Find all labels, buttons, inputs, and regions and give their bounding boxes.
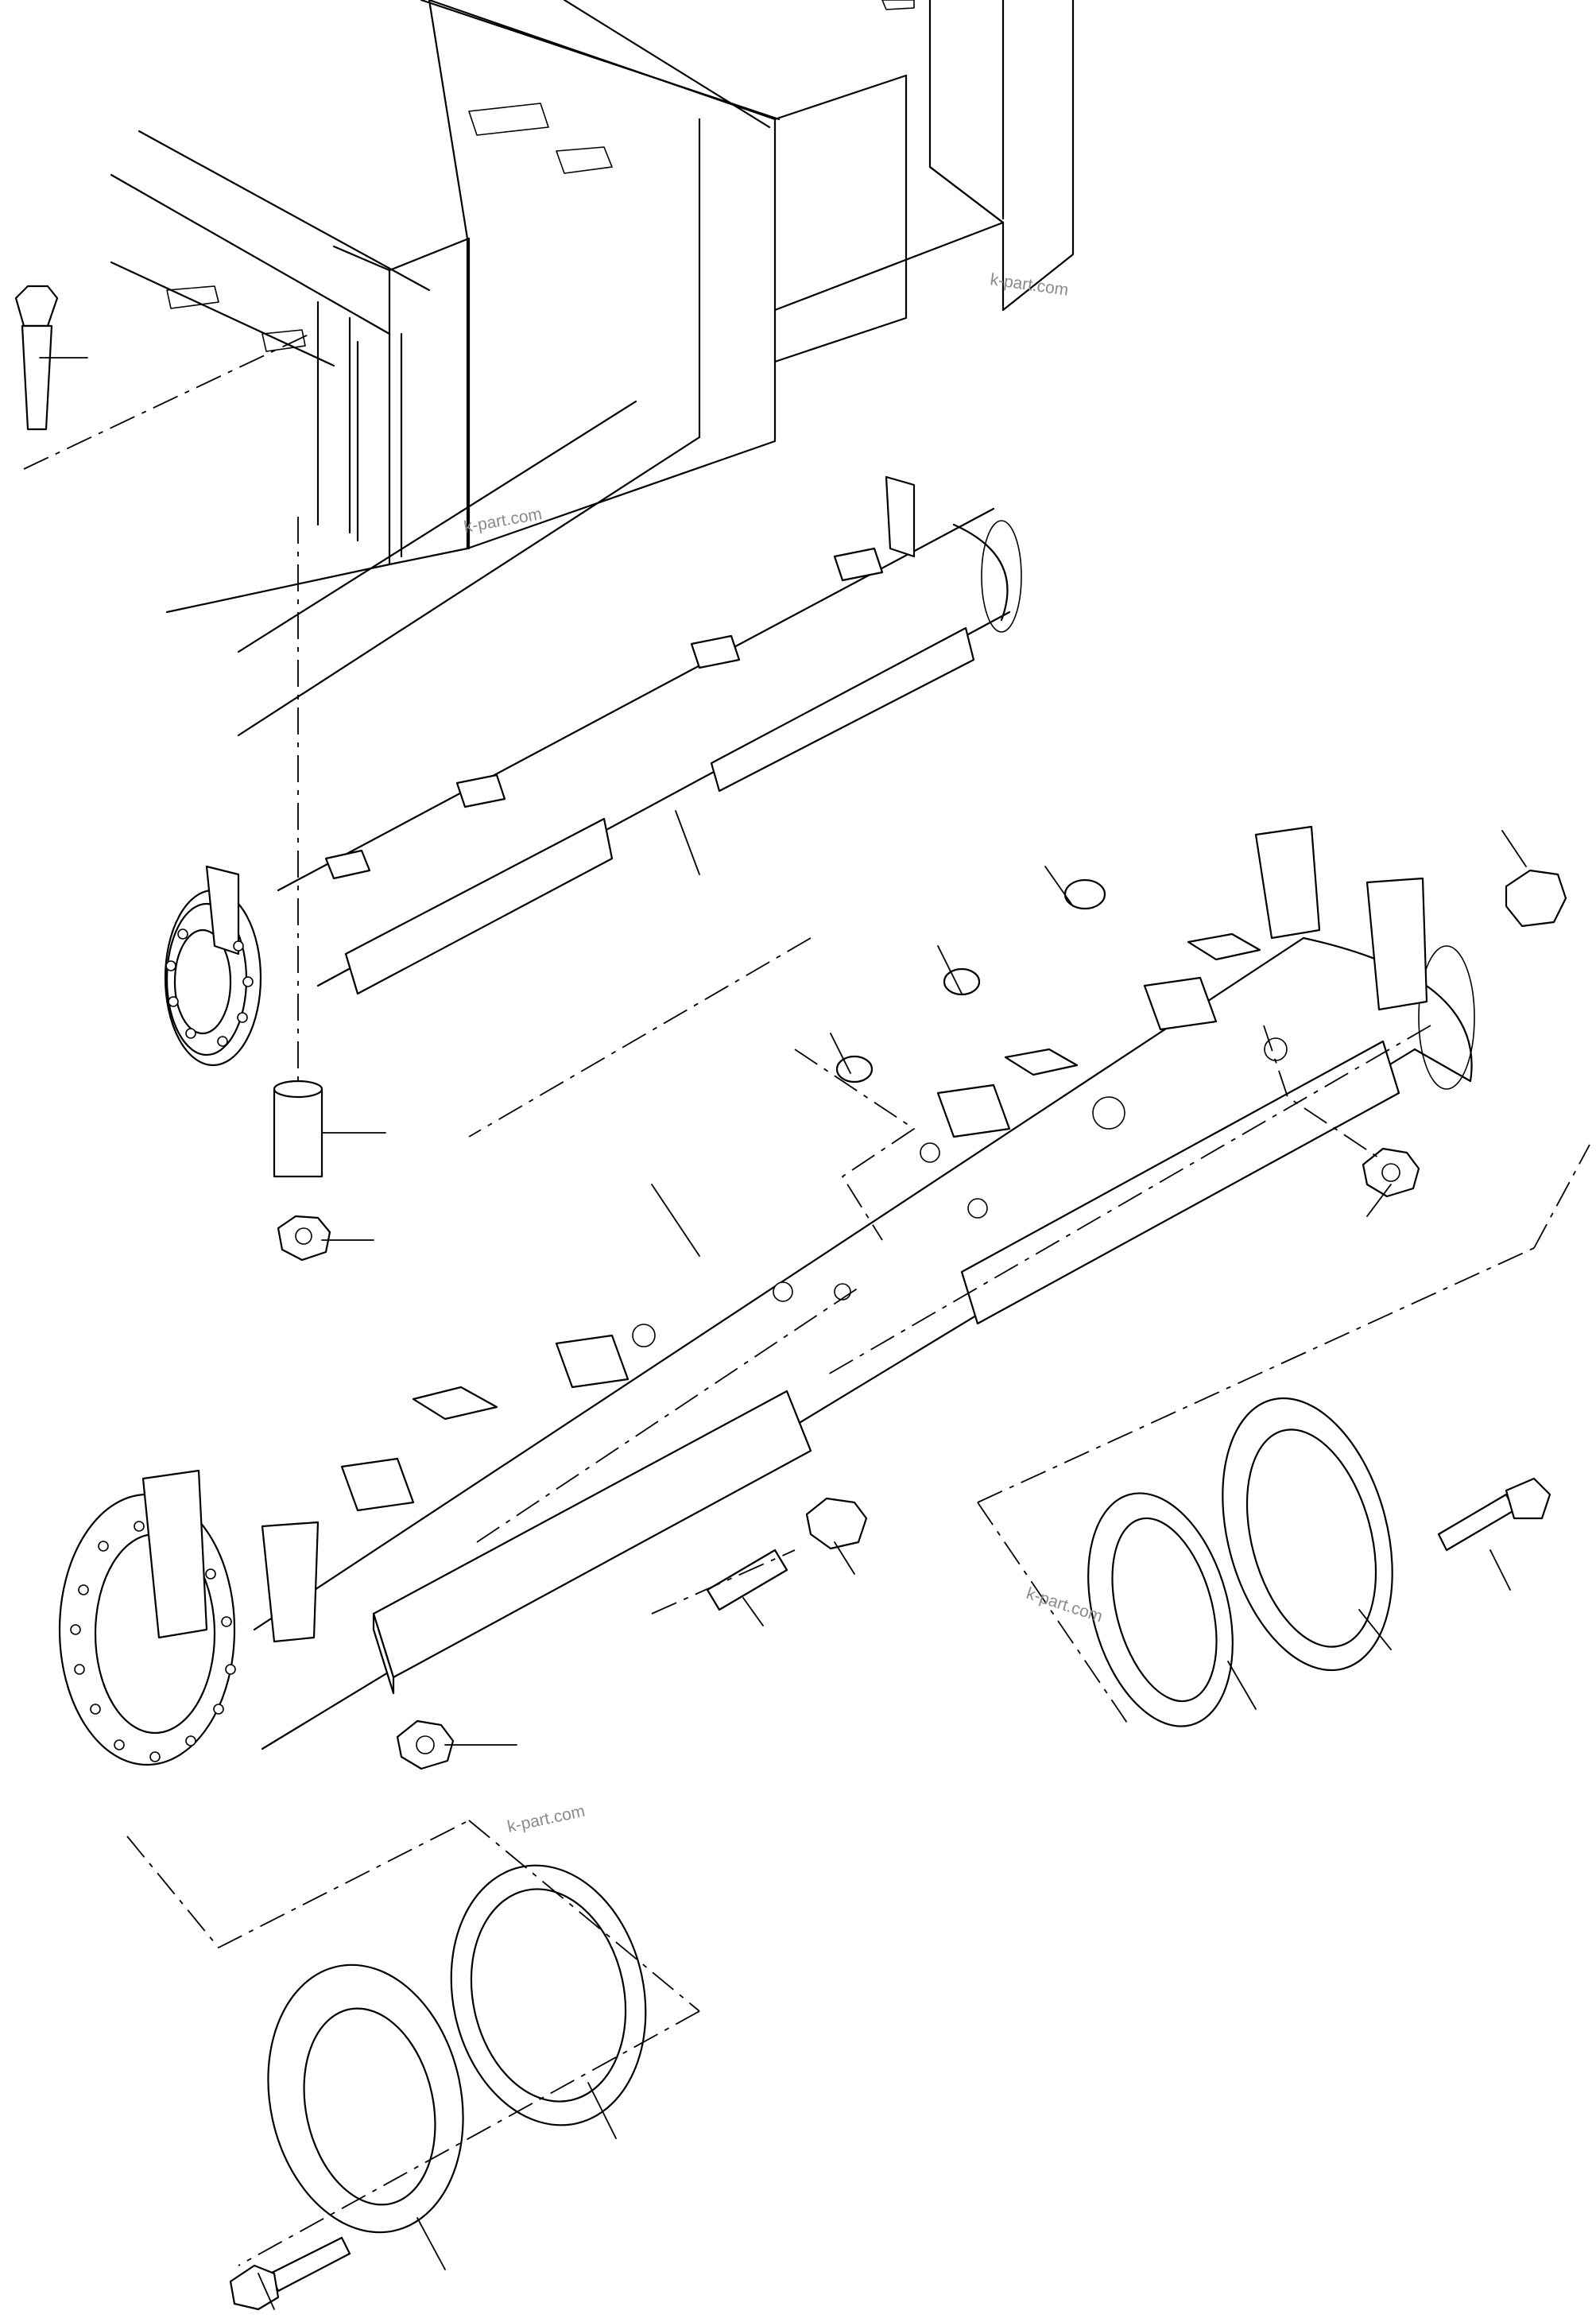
machine-frame <box>110 0 1075 737</box>
watermark-2: k-part.com <box>463 505 544 537</box>
hex-nut-right <box>1362 1147 1420 1198</box>
flange-bolt-holes <box>165 928 254 1047</box>
socket-screws <box>835 878 1106 1083</box>
spacer-tube <box>273 1080 323 1178</box>
watermark-4: k-part.com <box>506 1802 587 1836</box>
bolt-right <box>1437 1477 1551 1552</box>
right-flange-rings <box>1087 1397 1393 1727</box>
bolt-bottom <box>229 2236 351 2311</box>
main-axle-assembly <box>58 825 1475 1766</box>
hex-bolt-top-left <box>14 285 59 431</box>
hex-nut-mid <box>396 1719 455 1770</box>
upper-axle-assembly <box>164 475 1022 1067</box>
assembly-centerlines <box>23 333 1590 2266</box>
hex-nut-left <box>277 1215 331 1262</box>
bottom-flange-rings <box>267 1864 647 2234</box>
callout-leaders <box>39 357 1527 2310</box>
hex-cap-right <box>1505 869 1567 928</box>
fitting-parts <box>706 1497 868 1611</box>
watermark-1: k-part.com <box>989 270 1069 300</box>
